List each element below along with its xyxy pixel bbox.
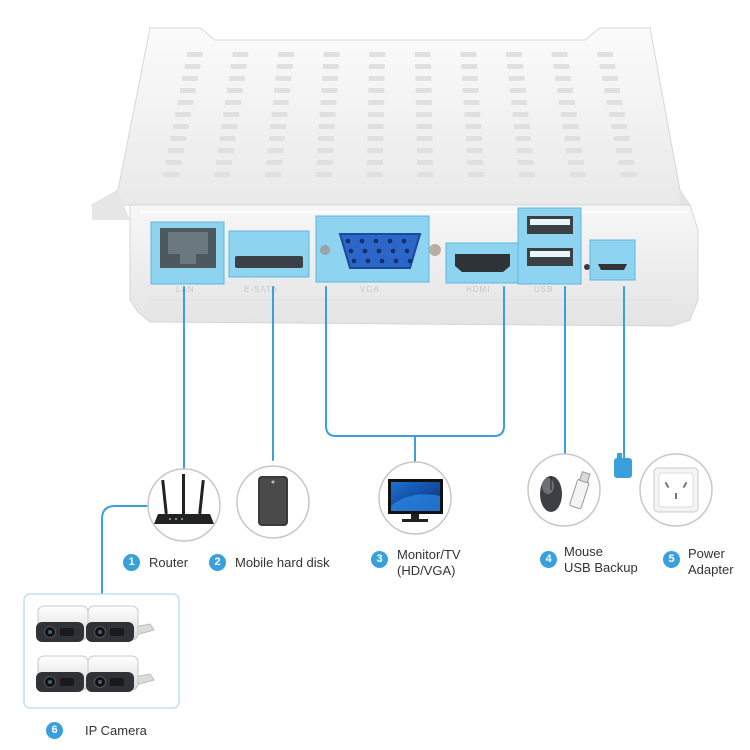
device-number-4: 4	[540, 551, 557, 568]
vga-port-label: VGA	[360, 285, 380, 294]
usb-port-label: USB	[534, 285, 553, 294]
hdmi-port	[445, 242, 519, 284]
esata-port-label: E-SATA	[244, 285, 278, 294]
monitor-connection-line	[325, 286, 505, 463]
camera-connection-line	[101, 505, 151, 597]
hard-disk-icon	[236, 465, 310, 539]
lan-port-label: LAN	[176, 285, 195, 294]
power-plug-icon	[614, 458, 632, 478]
power-outlet-icon	[639, 453, 713, 527]
usb-ports	[517, 207, 590, 285]
mouse-usb-icon	[527, 453, 601, 527]
ip-camera-group	[23, 593, 180, 709]
device-number-2: 2	[209, 554, 226, 571]
lan-port	[150, 221, 225, 285]
nvr-device: LAN E-SATA VGA HDMI USB	[90, 27, 699, 327]
vent-slots	[163, 52, 637, 177]
device-number-5: 5	[663, 551, 680, 568]
device-label-ip-camera: IP Camera	[85, 723, 147, 738]
device-label-monitor-line2: (HD/VGA)	[397, 563, 456, 578]
power-port	[589, 239, 636, 281]
device-number-3: 3	[371, 551, 388, 568]
router-icon	[147, 468, 221, 542]
device-label-hard-disk: Mobile hard disk	[235, 555, 330, 570]
device-label-power-line2: Adapter	[688, 562, 734, 577]
device-label-power-line1: Power	[688, 546, 725, 561]
device-label-monitor-line1: Monitor/TV	[397, 547, 461, 562]
hdmi-port-label: HDMI	[466, 285, 490, 294]
device-number-1: 1	[123, 554, 140, 571]
vga-port	[315, 215, 441, 283]
device-label-mouse-line2: USB Backup	[564, 560, 638, 575]
monitor-icon	[378, 461, 452, 535]
device-number-6: 6	[46, 722, 63, 739]
esata-port	[228, 230, 310, 278]
device-label-mouse-line1: Mouse	[564, 544, 604, 559]
device-label-router: Router	[149, 555, 189, 570]
connection-lines	[101, 286, 625, 597]
ip-camera-icon	[36, 605, 155, 692]
